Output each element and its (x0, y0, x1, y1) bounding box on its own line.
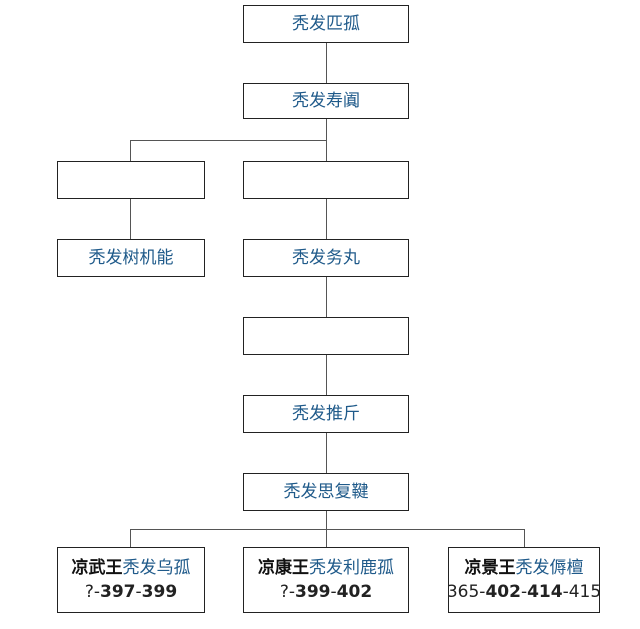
node-ruler-kang: 凉康王秃发利鹿孤 ?-399-402 (243, 547, 409, 613)
ruler-3-heading: 凉景王秃发傉檀 (465, 558, 584, 578)
connector-to-empty-center (326, 140, 327, 161)
ruler-2-reign-sep1: - (288, 582, 296, 602)
ruler-2-reign-sep2: - (330, 582, 337, 602)
ruler-3-reign-sep3: - (562, 582, 569, 602)
ruler-1-reign: ?-397-399 (85, 582, 177, 602)
ruler-1-reign-sep2: - (135, 582, 142, 602)
connector-bottom-horizontal (130, 529, 525, 530)
ruler-3-reign-end: 415 (568, 582, 602, 602)
ruler-1-heading: 凉武王秃发乌孤 (72, 558, 191, 578)
connector-to-ruler-2 (326, 529, 327, 547)
connector-empty-center-wuwan (326, 199, 327, 239)
ruler-3-reign: 365-402-414-415 (447, 582, 601, 602)
node-pipu-label: 秃发匹孤 (292, 13, 360, 34)
node-pipu: 秃发匹孤 (243, 5, 409, 43)
connector-pipu-shougui (326, 43, 327, 83)
node-sifujian-label: 秃发思复鞬 (283, 481, 369, 502)
ruler-2-reign-start: ? (279, 582, 289, 602)
node-ruler-jing: 凉景王秃发傉檀 365-402-414-415 (447, 547, 601, 613)
ruler-2-name: 秃发利鹿孤 (309, 557, 394, 578)
connector-tuijin-sifujian (326, 433, 327, 473)
connector-top-horizontal (130, 140, 327, 141)
ruler-2-reign: ?-399-402 (280, 582, 372, 602)
ruler-2-heading: 凉康王秃发利鹿孤 (258, 558, 394, 578)
connector-wuwan-empty-lower (326, 277, 327, 317)
ruler-3-reign-sep1: - (479, 582, 486, 602)
node-shujineng-label: 秃发树机能 (88, 247, 174, 268)
ruler-1-reign-start: ? (84, 582, 94, 602)
node-shougui: 秃发寿阗 (243, 83, 409, 119)
ruler-3-reign-sep2: - (520, 582, 528, 602)
node-wuwan-label: 秃发务丸 (292, 247, 360, 268)
node-shougui-label: 秃发寿阗 (292, 90, 360, 111)
connector-to-ruler-3 (524, 529, 525, 547)
connector-shougui-down (326, 119, 327, 140)
ruler-2-reign-year2: 402 (336, 582, 373, 602)
node-sifujian: 秃发思复鞬 (243, 473, 409, 511)
connector-to-ruler-1 (130, 529, 131, 547)
ruler-2-title: 凉康王 (258, 557, 309, 578)
ruler-2-reign-year1: 399 (295, 582, 331, 602)
connector-empty-lower-tuijin (326, 355, 327, 395)
ruler-1-reign-year1: 397 (100, 582, 136, 602)
node-tuijin: 秃发推斤 (243, 395, 409, 433)
connector-empty-left-shujineng (130, 199, 131, 239)
ruler-1-title: 凉武王 (71, 557, 123, 578)
ruler-1-name: 秃发乌孤 (122, 557, 191, 578)
node-tuijin-label: 秃发推斤 (292, 403, 360, 424)
ruler-3-reign-year2: 414 (527, 582, 563, 602)
connector-to-empty-left (130, 140, 131, 161)
ruler-3-reign-start: 365 (446, 582, 480, 602)
ruler-3-name: 秃发傉檀 (515, 557, 584, 578)
ruler-3-reign-year1: 402 (485, 582, 521, 602)
node-ruler-wulie: 凉武王秃发乌孤 ?-397-399 (57, 547, 205, 613)
ruler-3-title: 凉景王 (464, 557, 516, 578)
connector-sifujian-down (326, 511, 327, 529)
node-shujineng: 秃发树机能 (57, 239, 205, 277)
ruler-1-reign-sep1: - (93, 582, 101, 602)
node-wuwan: 秃发务丸 (243, 239, 409, 277)
node-empty-center (243, 161, 409, 199)
node-empty-left (57, 161, 205, 199)
node-empty-lower (243, 317, 409, 355)
ruler-1-reign-year2: 399 (141, 582, 178, 602)
